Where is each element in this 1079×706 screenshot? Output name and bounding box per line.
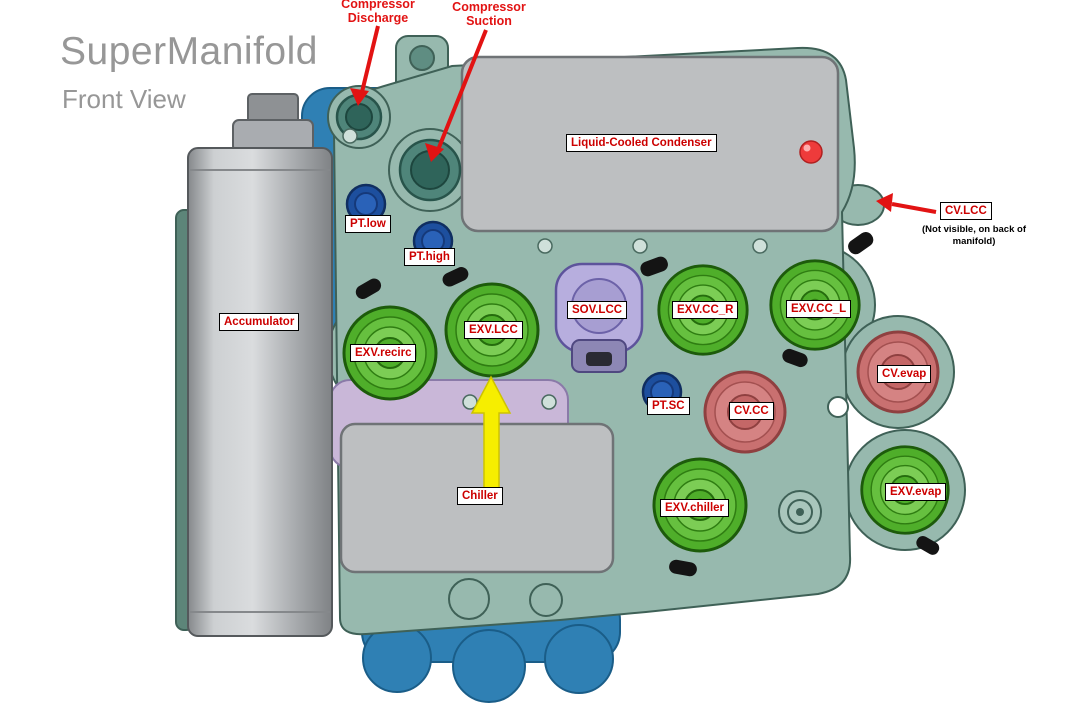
label-cv-evap: CV.evap: [877, 365, 932, 384]
label-pt-sc: PT.SC: [647, 397, 690, 416]
page-title: SuperManifold: [60, 30, 318, 73]
cv-lcc-note: (Not visible, on back of manifold): [922, 224, 1026, 247]
accumulator-assembly: [187, 93, 333, 637]
label-chiller: Chiller: [457, 487, 503, 506]
label-exv-lcc: EXV.LCC: [464, 321, 523, 340]
label-exv-recirc: EXV.recirc: [350, 344, 417, 363]
label-exv-evap: EXV.evap: [885, 483, 947, 502]
label-pt-low: PT.low: [345, 215, 391, 234]
callout-compressor-discharge: Compressor Discharge: [341, 0, 415, 25]
tower-port: [409, 45, 435, 71]
label-liquid-cooled-condenser: Liquid-Cooled Condenser: [566, 134, 717, 153]
label-accumulator: Accumulator: [219, 313, 300, 332]
red-dot: [799, 140, 823, 164]
arrow-cv-lcc: [876, 193, 893, 212]
connector-tabs: [355, 231, 940, 577]
label-sov-lcc: SOV.LCC: [567, 301, 628, 320]
label-cv-lcc: CV.LCC: [940, 202, 992, 221]
body-hole: [827, 396, 849, 418]
grommet-detail: [778, 490, 822, 534]
label-cv-cc: CV.CC: [729, 402, 774, 421]
arrow-compressor-suction: [425, 143, 444, 162]
compressor-suction-port: [398, 138, 462, 202]
arrow-compressor-discharge: [350, 88, 369, 106]
callout-arrows: [350, 25, 937, 214]
red-dot-highlight: [803, 144, 811, 152]
page-subtitle: Front View: [62, 84, 186, 114]
label-exv-cc-l: EXV.CC_L: [786, 300, 852, 319]
compressor-discharge-port: [335, 93, 383, 141]
label-exv-chiller: EXV.chiller: [660, 499, 730, 518]
callout-compressor-suction: Compressor Suction: [452, 0, 526, 28]
label-exv-cc-r: EXV.CC_R: [672, 301, 739, 320]
label-pt-high: PT.high: [404, 248, 455, 267]
